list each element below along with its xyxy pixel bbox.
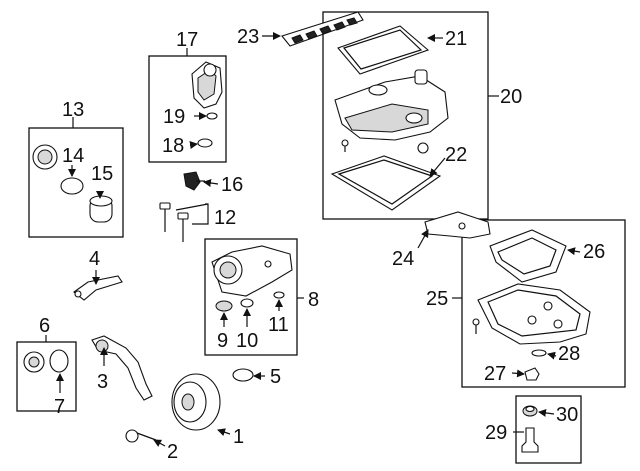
- callout-22: 22: [445, 144, 467, 166]
- group-box-6: [16, 341, 77, 412]
- callout-24: 24: [392, 248, 414, 270]
- callout-23: 23: [237, 26, 259, 48]
- callout-7: 7: [54, 396, 65, 418]
- callout-6: 6: [39, 315, 50, 337]
- part-10-seal: [240, 298, 254, 308]
- part-6-cap: [23, 351, 45, 373]
- part-7-seal: [49, 349, 69, 373]
- callout-1: 1: [233, 426, 244, 448]
- part-25-lower-oil-pan: [472, 283, 591, 345]
- callout-10: 10: [236, 330, 258, 352]
- callout-3: 3: [97, 371, 108, 393]
- part-23-gasket-strip: [281, 11, 364, 47]
- part-26-baffle: [489, 229, 567, 283]
- callout-13: 13: [62, 99, 84, 121]
- part-29-sensor: [521, 427, 539, 453]
- part-16-sensor: [183, 171, 205, 191]
- group-box-20: [322, 11, 489, 220]
- callout-18: 18: [162, 135, 184, 157]
- part-4-bracket: [73, 275, 123, 301]
- callout-26: 26: [583, 241, 605, 263]
- part-2-bolt: [125, 429, 157, 443]
- group-box-29: [515, 395, 582, 464]
- callout-27: 27: [484, 363, 506, 385]
- callout-12: 12: [214, 207, 236, 229]
- part-11-o-ring: [273, 291, 285, 299]
- callout-17: 17: [176, 29, 198, 51]
- callout-30: 30: [556, 404, 578, 426]
- callout-5: 5: [270, 366, 281, 388]
- callout-9: 9: [217, 330, 228, 352]
- part-28-washer: [531, 349, 547, 357]
- part-17-housing: [191, 61, 223, 109]
- group-box-13: [28, 127, 124, 238]
- callout-21: 21: [445, 28, 467, 50]
- part-14-o-ring: [60, 177, 84, 195]
- leader-lines: [45, 32, 581, 447]
- callout-20: 20: [500, 86, 522, 108]
- callout-25: 25: [426, 288, 448, 310]
- part-12-bolts: [159, 202, 189, 242]
- part-24-bracket: [424, 211, 491, 239]
- callout-28: 28: [558, 343, 580, 365]
- part-8-oil-pump: [211, 245, 293, 297]
- part-1-pulley: [171, 373, 221, 431]
- part-18-o-ring: [197, 138, 213, 148]
- callout-19: 19: [163, 106, 185, 128]
- part-21-gasket: [337, 25, 430, 75]
- part-5-o-ring: [232, 368, 254, 382]
- part-20-upper-oil-pan: [334, 69, 449, 154]
- callout-8: 8: [308, 289, 319, 311]
- callout-2: 2: [167, 441, 178, 463]
- callout-4: 4: [89, 248, 100, 270]
- group-box-25: [461, 219, 626, 388]
- part-27-drain-plug: [524, 367, 540, 381]
- part-22-gasket: [330, 155, 442, 211]
- callout-14: 14: [62, 145, 84, 167]
- callout-16: 16: [221, 174, 243, 196]
- callout-15: 15: [91, 163, 113, 185]
- part-13-filter-cap: [32, 144, 58, 170]
- part-19-o-ring: [206, 112, 218, 120]
- group-box-8: [204, 238, 298, 356]
- callout-11: 11: [268, 314, 289, 336]
- part-9-seal: [215, 300, 233, 312]
- callout-29: 29: [485, 422, 507, 444]
- part-15-oil-filter: [89, 195, 113, 223]
- part-30-seal: [522, 405, 538, 417]
